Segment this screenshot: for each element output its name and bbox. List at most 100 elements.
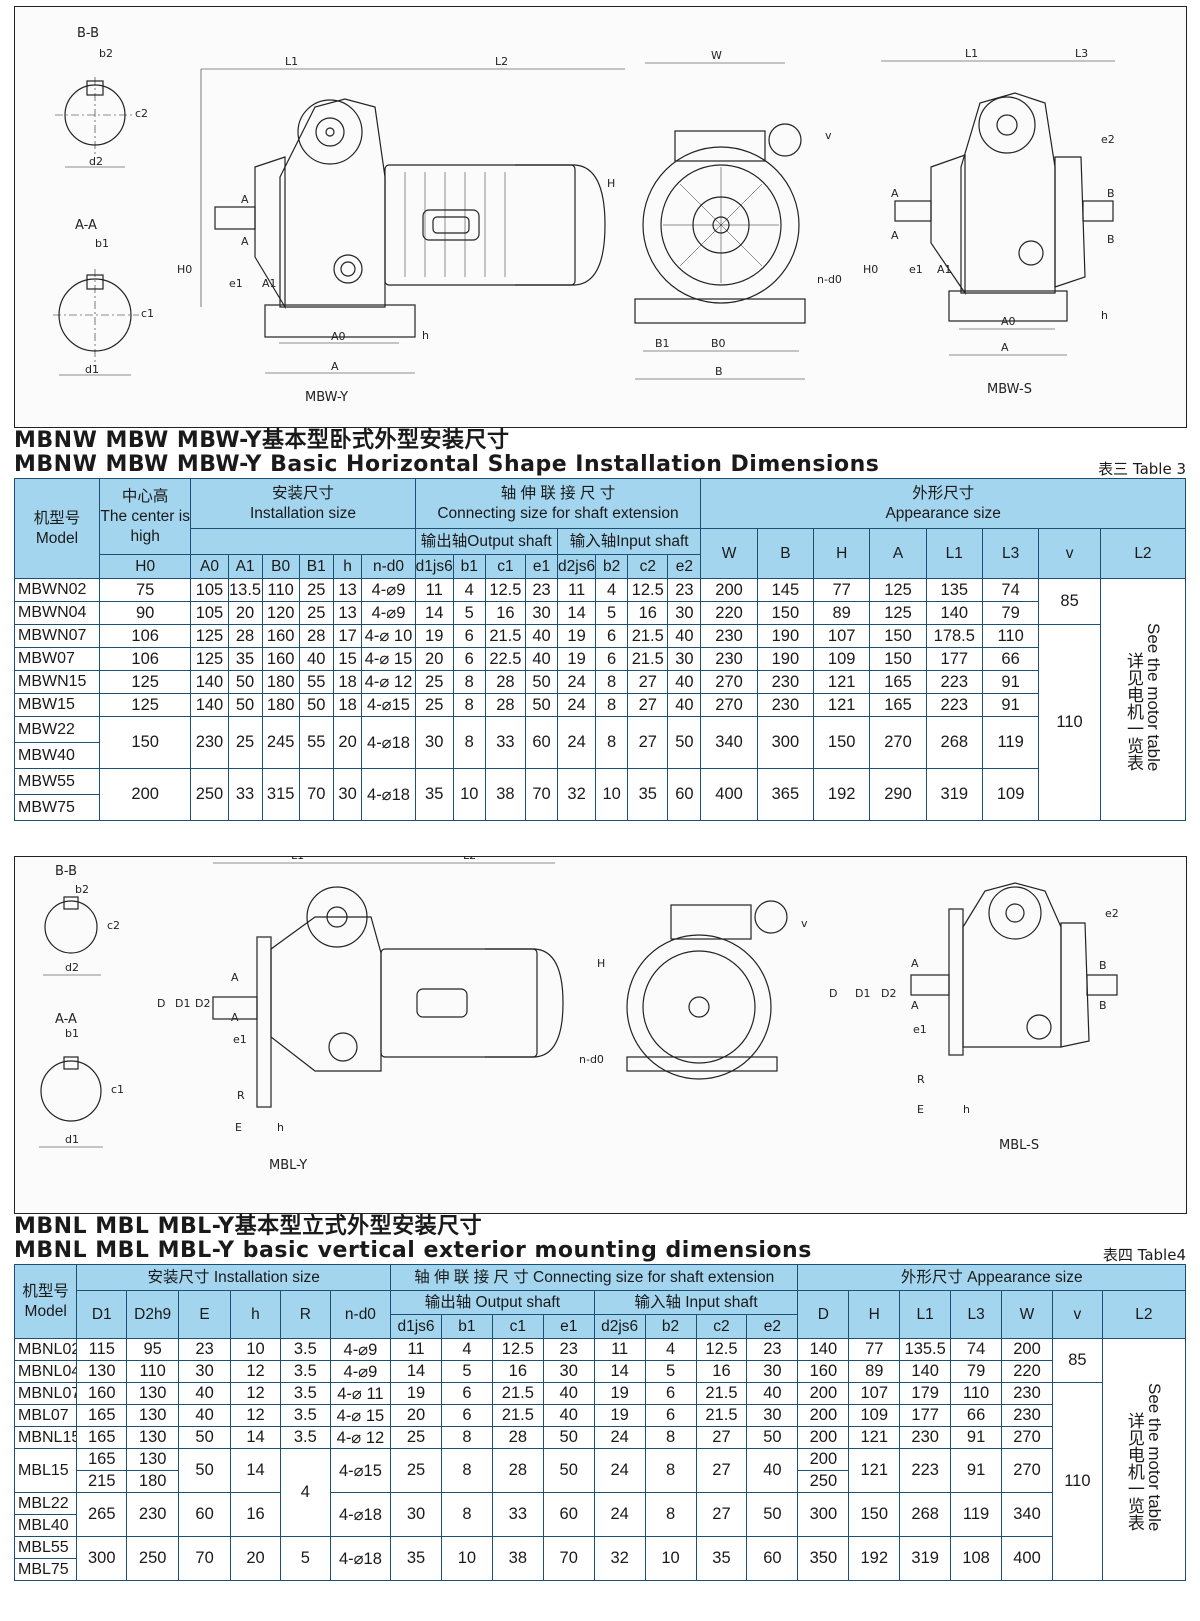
table-cell: 24 bbox=[593, 1426, 646, 1449]
table-cell: 95 bbox=[126, 1338, 180, 1361]
model-cell: MBL22 bbox=[13, 1492, 78, 1515]
table-cell: 6 bbox=[440, 1404, 493, 1427]
svg-text:B: B bbox=[1099, 959, 1107, 972]
model-cell: MBNL04 bbox=[13, 1360, 78, 1383]
table-cell: 160 bbox=[76, 1382, 128, 1405]
table-cell: 38 bbox=[491, 1536, 544, 1581]
table-cell: 70 bbox=[298, 768, 334, 821]
svg-text:L1: L1 bbox=[291, 857, 304, 862]
svg-text:B1: B1 bbox=[655, 337, 670, 350]
table-cell: 75 bbox=[98, 578, 192, 602]
table-cell: 150 bbox=[869, 624, 927, 648]
table-cell: 21.5 bbox=[491, 1382, 544, 1405]
table-cell: 89 bbox=[848, 1360, 901, 1383]
svg-text:D: D bbox=[157, 997, 165, 1010]
table-cell: 140 bbox=[925, 601, 983, 625]
table-cell: 6 bbox=[452, 647, 486, 671]
col-header: H0 bbox=[98, 554, 192, 579]
svg-text:A: A bbox=[911, 957, 919, 970]
table-cell: 125 bbox=[98, 693, 192, 717]
svg-text:L3: L3 bbox=[1093, 857, 1106, 858]
table-cell: 130 bbox=[126, 1382, 180, 1405]
table-cell: 121 bbox=[848, 1426, 901, 1449]
table-cell: 12.5 bbox=[627, 578, 669, 602]
table-cell: 24 bbox=[593, 1492, 646, 1537]
table-cell: 4-⌀9 bbox=[361, 601, 416, 625]
section-aa-label: A-A bbox=[75, 218, 97, 233]
section-bb-label: B-B bbox=[77, 26, 99, 41]
table-cell: 35 bbox=[390, 1536, 442, 1581]
table-cell: 12 bbox=[230, 1360, 281, 1383]
svg-text:B: B bbox=[715, 365, 723, 378]
table4-tag: 表四 Table4 bbox=[1102, 1246, 1186, 1264]
table-cell: 200 bbox=[98, 768, 192, 821]
table-cell: 150 bbox=[813, 716, 871, 769]
section-aa-label-2: A-A bbox=[55, 1012, 77, 1027]
table-cell: 12.5 bbox=[484, 578, 527, 602]
table-cell: 6 bbox=[595, 647, 629, 671]
table-cell: 28 bbox=[491, 1426, 544, 1449]
table-cell: 25 bbox=[227, 716, 263, 769]
table-cell: 30 bbox=[332, 768, 363, 821]
table-cell: 4-⌀ 12 bbox=[329, 1426, 392, 1449]
col-header: b2 bbox=[595, 554, 629, 579]
svg-text:e2: e2 bbox=[1105, 907, 1119, 920]
table-cell: 40 bbox=[178, 1404, 232, 1427]
table-cell: 33 bbox=[491, 1492, 544, 1537]
svg-text:R: R bbox=[237, 1089, 245, 1102]
model-cell: MBW15 bbox=[14, 693, 100, 717]
table-cell: 28 bbox=[484, 693, 527, 717]
table-cell: 107 bbox=[848, 1382, 901, 1405]
table-cell: 14 bbox=[414, 601, 454, 625]
table-cell: 21.5 bbox=[627, 647, 669, 671]
svg-text:D1: D1 bbox=[855, 987, 870, 1000]
svg-text:c1: c1 bbox=[141, 307, 154, 320]
svg-text:b2: b2 bbox=[75, 883, 89, 896]
table-cell: 4-⌀ 15 bbox=[329, 1404, 392, 1427]
model-cell: MBL55 bbox=[13, 1536, 78, 1559]
table-cell: 19 bbox=[414, 624, 454, 648]
col-header: d1js6 bbox=[414, 554, 454, 579]
table-cell: 178.5 bbox=[925, 624, 983, 648]
table-cell: 60 bbox=[746, 1536, 799, 1581]
table-cell: 13 bbox=[332, 578, 363, 602]
table-cell: 35 bbox=[695, 1536, 748, 1581]
table-cell: 200 bbox=[797, 1426, 850, 1449]
table-cell: 120 bbox=[261, 601, 300, 625]
table-cell: 165 bbox=[869, 693, 927, 717]
table-cell: 319 bbox=[899, 1536, 952, 1581]
table-cell: 19 bbox=[556, 647, 597, 671]
l2-note: 详见电机一览表See the motor table bbox=[1099, 578, 1187, 821]
svg-text:A: A bbox=[231, 1011, 239, 1024]
table-cell: 35 bbox=[627, 768, 669, 821]
table-cell: 24 bbox=[556, 693, 597, 717]
svg-text:L1: L1 bbox=[965, 47, 978, 60]
svg-text:A1: A1 bbox=[262, 277, 277, 290]
table-cell: 130 bbox=[126, 1426, 180, 1449]
table-cell: 165 bbox=[869, 670, 927, 694]
table-cell: 33 bbox=[227, 768, 263, 821]
table-cell: 25 bbox=[414, 670, 454, 694]
table-cell: 270 bbox=[1001, 1448, 1053, 1493]
table-cell: 121 bbox=[813, 693, 871, 717]
table-cell: 4 bbox=[279, 1448, 331, 1537]
table-cell: 20 bbox=[227, 601, 263, 625]
table-cell: 250 bbox=[126, 1536, 180, 1581]
table-cell: 200 bbox=[797, 1448, 850, 1471]
table-cell: 6 bbox=[595, 624, 629, 648]
table-cell: 4-⌀ 12 bbox=[361, 670, 416, 694]
svg-text:E: E bbox=[235, 1121, 242, 1134]
table-cell: 220 bbox=[700, 601, 758, 625]
svg-text:A: A bbox=[891, 229, 899, 242]
table-cell: 200 bbox=[700, 578, 758, 602]
table-cell: 79 bbox=[950, 1360, 1003, 1383]
table-cell: 130 bbox=[126, 1448, 180, 1471]
col-header: c2 bbox=[627, 554, 669, 579]
table-row: MBW75 bbox=[14, 794, 1186, 821]
table-cell: 30 bbox=[390, 1492, 442, 1537]
model-cell: MBNL15 bbox=[13, 1426, 78, 1449]
svg-text:b2: b2 bbox=[99, 47, 113, 60]
table-cell: 10 bbox=[440, 1536, 493, 1581]
